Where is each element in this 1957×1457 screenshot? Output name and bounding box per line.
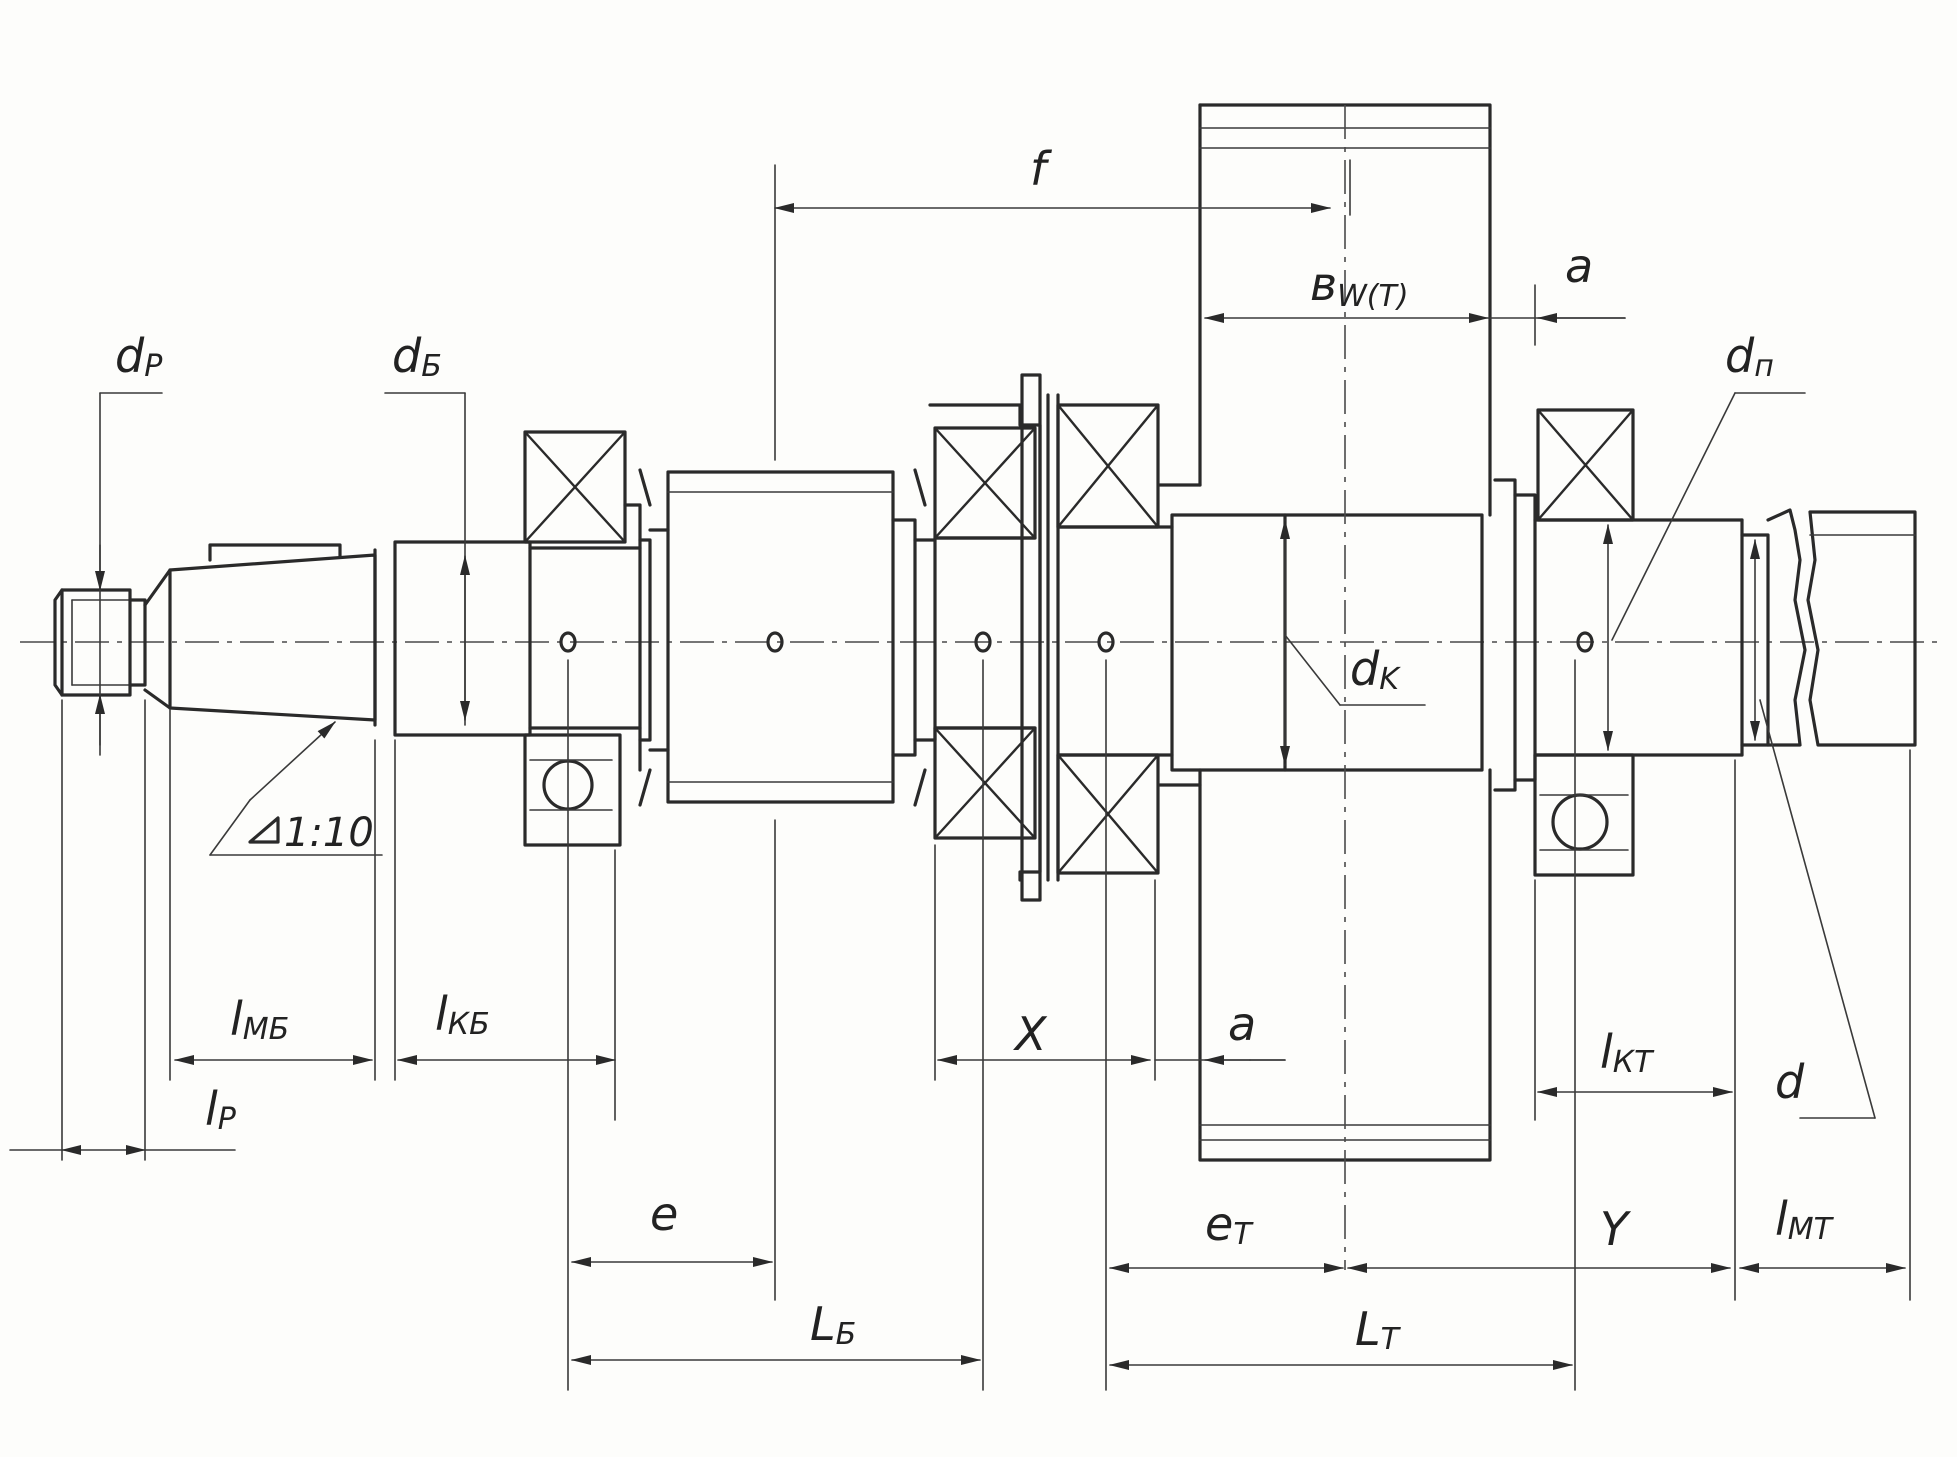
taper-symbol-icon [248,816,280,844]
labels: dP dБ f вW(T) a dп dK d 1:10 lМБ lКБ lP … [115,142,1835,1357]
label-lkt: lКТ [1600,1025,1655,1080]
seal-middle [891,468,937,807]
label-lt: LT [1355,1302,1402,1357]
bearing-right [1533,408,1744,877]
label-dp: dP [115,329,163,384]
label-bw: вW(T) [1310,257,1409,314]
axis-marks [559,631,1594,653]
spacer-right [1493,478,1537,792]
label-lkb: lКБ [435,987,490,1042]
gear-wheel [1198,103,1492,1270]
tapered-section [143,543,377,727]
dimension-lines [9,203,1906,1370]
label-lmt: lМТ [1775,1192,1835,1247]
label-dn: dп [1725,329,1774,384]
label-x: X [1013,1007,1048,1061]
label-dk: dK [1350,642,1401,697]
seal-left [623,468,652,807]
label-a-top: a [1565,239,1593,293]
label-et: eT [1205,1197,1254,1252]
label-lb: LБ [810,1297,856,1352]
output-shaft-end [1740,508,1917,747]
gear-hub-section [1158,483,1484,787]
label-lp: lP [205,1082,237,1137]
journal-section-db [393,540,642,737]
label-a-bottom: a [1228,997,1256,1051]
label-d: d [1775,1055,1805,1109]
label-y: Y [1600,1202,1632,1256]
label-db: dБ [392,329,442,384]
bearing-middle [928,373,1042,902]
label-lmb: lМБ [230,992,289,1047]
extension-lines [61,159,1911,1391]
threaded-end [53,588,147,697]
label-f: f [1030,142,1052,196]
bearing-pair-right [1046,393,1174,882]
label-taper: 1:10 [284,810,374,856]
label-e: e [650,1187,678,1241]
pinion-gear [648,470,895,804]
